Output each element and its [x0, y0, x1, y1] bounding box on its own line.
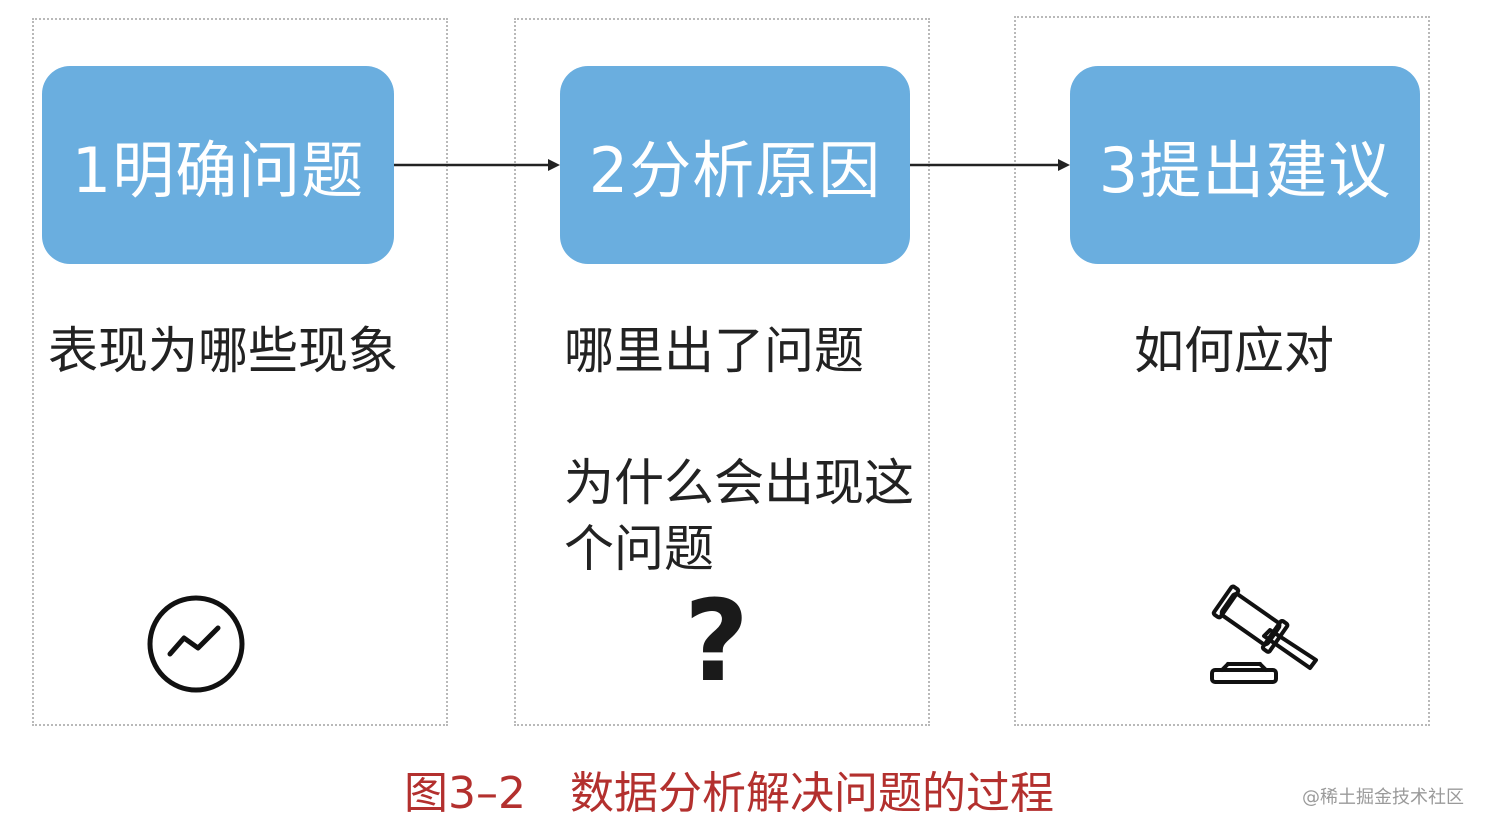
step-1-description: 表现为哪些现象: [48, 322, 398, 380]
step-1-box: 1明确问题: [42, 66, 394, 264]
question-mark-icon: ?: [684, 577, 749, 707]
watermark: @稀土掘金技术社区: [1302, 787, 1464, 808]
step-3-description: 如何应对: [1134, 322, 1334, 380]
arrow-step1-to-step2: [394, 159, 560, 171]
gavel-icon: [1210, 584, 1318, 684]
step-3-box: 3提出建议: [1070, 66, 1420, 264]
arrow-step2-to-step3: [910, 159, 1070, 171]
trend-chart-circle-icon: [147, 595, 245, 693]
figure-caption: 图3–2 数据分析解决问题的过程: [404, 764, 1054, 824]
step-2-description-1: 哪里出了问题: [564, 322, 864, 380]
figure-number: 图3–2: [404, 768, 526, 819]
figure-title: 数据分析解决问题的过程: [570, 768, 1054, 819]
step-2-description-2: 为什么会出现这个问题: [564, 454, 914, 578]
step-2-box: 2分析原因: [560, 66, 910, 264]
